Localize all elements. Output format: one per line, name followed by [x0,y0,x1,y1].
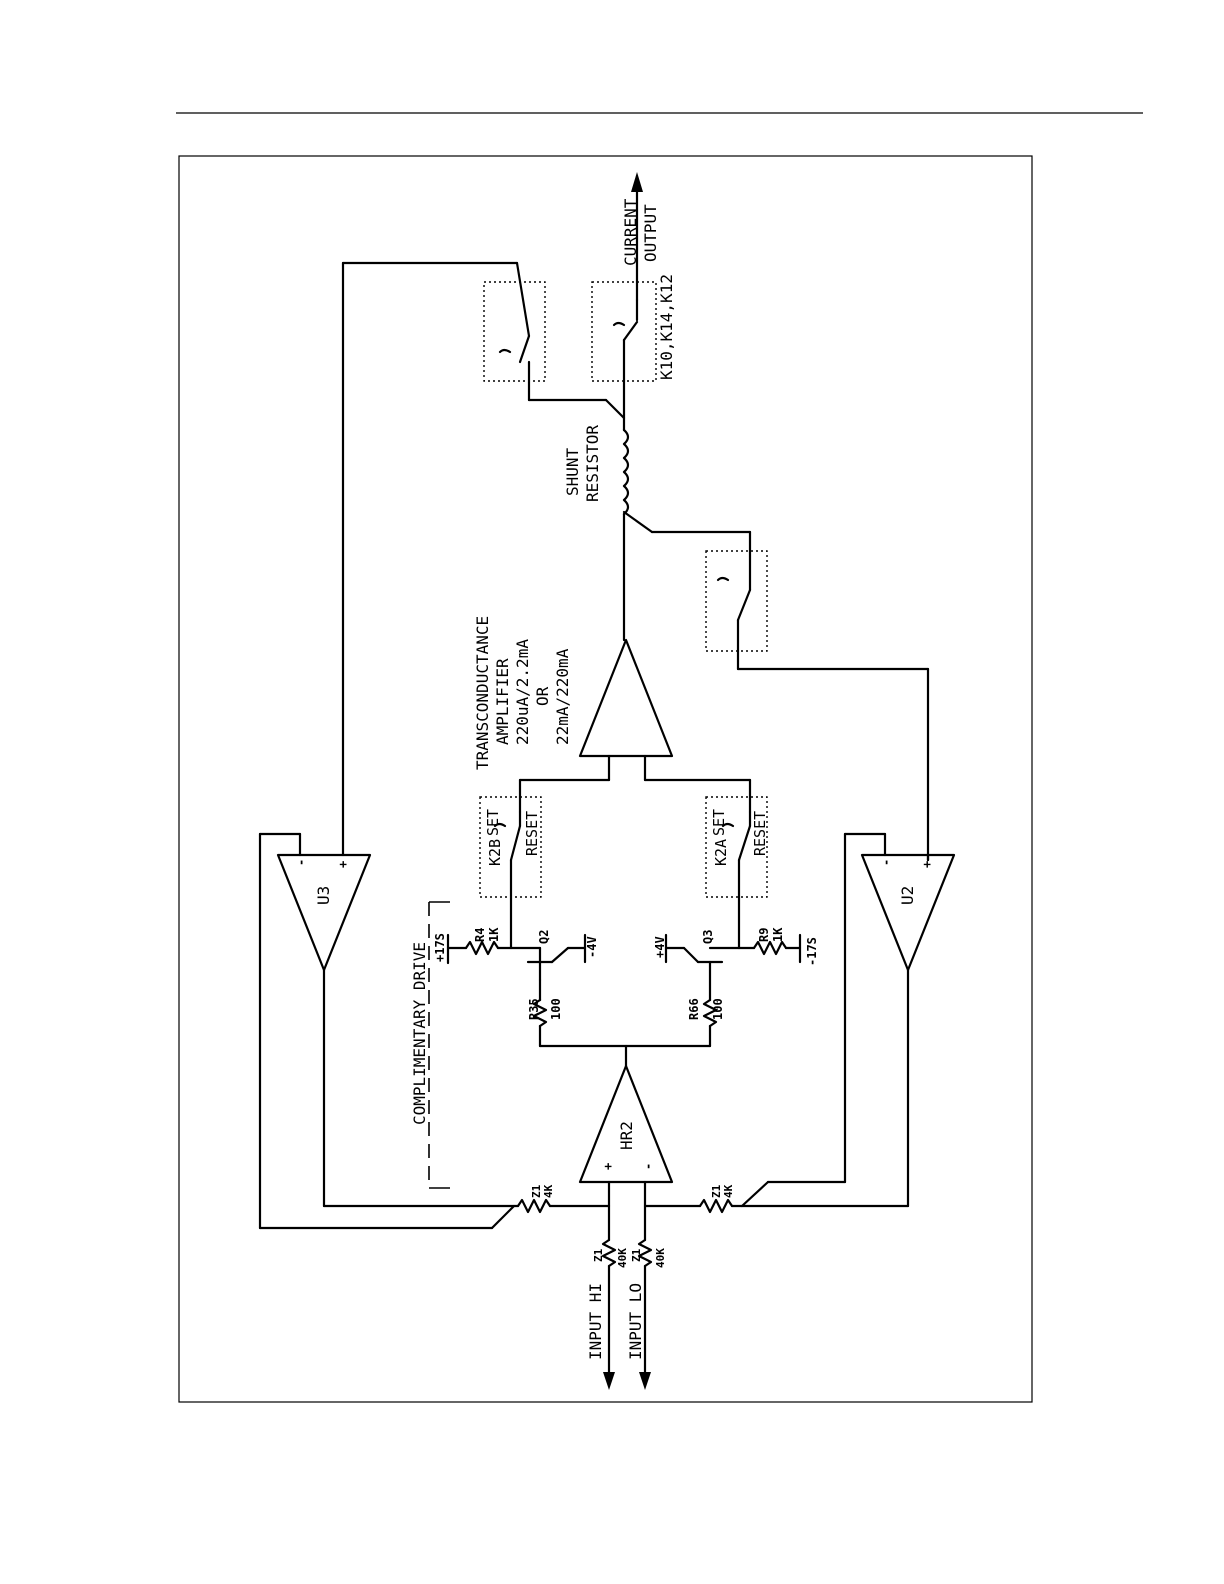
k2b-label: K2B [486,839,504,866]
current-output-terminal: CURRENT OUTPUT [621,172,660,300]
current-output-label-2: OUTPUT [641,204,660,262]
u3-plus: + [336,861,350,868]
r35-label: R35 [527,998,541,1020]
relay-sense-bottom [624,512,928,860]
u2-minus: - [879,859,893,866]
k2a-label: K2A [712,839,730,866]
shunt-label-2: RESISTOR [583,425,602,502]
z1-hi-label: Z1 [592,1248,605,1262]
plus-4v-label: +4V [653,936,667,958]
r4-label: R4 [473,928,487,942]
hr2-label: HR2 [617,1121,636,1150]
shunt-label-1: SHUNT [563,447,582,496]
current-output-label: CURRENT [621,198,640,266]
r66-value: 100 [711,998,725,1020]
shunt-resistor: SHUNT RESISTOR [563,415,628,640]
q2-stage: +17S -4V Q2 R4 1K R35 100 [433,927,599,1046]
r4-value: 1K [487,927,501,942]
u3-label: U3 [314,886,333,905]
tca-label-2: AMPLIFIER [493,658,512,745]
z1-hi-value: 40K [616,1248,629,1268]
input-lo-label: INPUT LO [626,1283,645,1360]
input-terminals: INPUT HI INPUT LO [586,1283,651,1390]
tca-label-1: TRANSCONDUCTANCE [473,616,492,770]
u2-amplifier: U2 - + [742,834,954,1206]
z1-right-value: 4K [722,1184,735,1198]
plus-17s-label: +17S [433,933,447,962]
r9-label: R9 [757,928,771,942]
minus-17s-label: -17S [805,937,819,966]
k2a-set: SET [710,809,728,836]
u3-minus: - [294,859,308,866]
tca-label-3: 220uA/2.2mA [513,639,532,745]
relay-k2b: K2B SET RESET [480,797,541,948]
r66-label: R66 [687,998,701,1020]
q2-label: Q2 [537,930,551,944]
hr2-minus: - [641,1163,655,1170]
k2a-reset: RESET [751,811,769,856]
hr2-amplifier: HR2 + - [580,1066,672,1240]
relay-k2a: K2A SET RESET [706,797,769,948]
z1-left-value: 4K [542,1184,555,1198]
z1-lo-value: 40K [654,1248,667,1268]
z1-lo-label: Z1 [630,1248,643,1262]
k2b-set: SET [484,809,502,836]
u2-label: U2 [898,886,917,905]
tca-label-5: 22mA/220mA [553,648,572,745]
r35-value: 100 [549,998,563,1020]
hr2-plus: + [601,1163,615,1170]
tca-label-4: OR [533,686,552,706]
q3-stage: +4V -17S Q3 R9 1K R66 100 [653,927,819,1046]
relay-sense-top [343,263,624,418]
u2-plus: + [920,861,934,868]
complimentary-drive-label: COMPLIMENTARY DRIVE [410,942,429,1125]
q3-label: Q3 [701,930,715,944]
r9-value: 1K [771,927,785,942]
k2b-reset: RESET [523,811,541,856]
transconductance-amplifier: TRANSCONDUCTANCE AMPLIFIER 220uA/2.2mA O… [473,616,672,780]
relay-k10-k14-k12: K10,K14,K12 [592,274,676,415]
minus-4v-label: -4V [585,936,599,958]
feedback-network: Z1 4K Z1 4K [324,1184,908,1212]
input-hi-label: INPUT HI [586,1283,605,1360]
relay-out-label: K10,K14,K12 [657,274,676,380]
